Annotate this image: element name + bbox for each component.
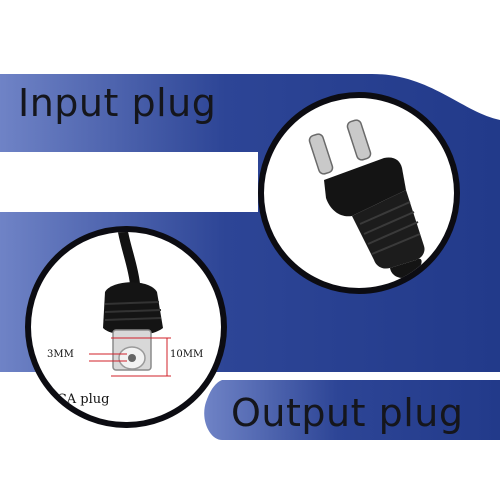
output-plug-label: Output plug [231,391,464,435]
input-plug-label: Input plug [18,81,217,125]
dimension-3mm-label: 3MM [47,349,74,360]
rca-connector-icon [89,232,171,377]
dimension-10mm-label: 10MM [170,349,204,360]
rca-plug-caption: RCA plug [47,392,110,407]
input-plug-circle [258,92,460,294]
eu-power-plug-icon [308,119,425,279]
output-plug-circle: 3MM 10MM RCA plug [25,226,227,428]
